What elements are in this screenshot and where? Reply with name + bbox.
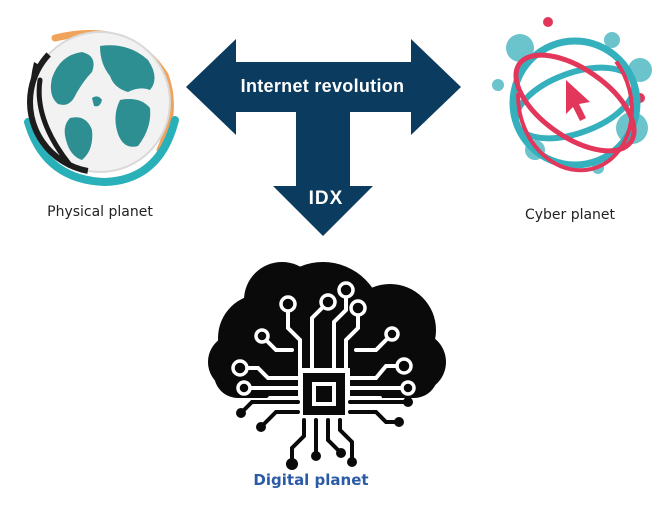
internet-revolution-arrow xyxy=(186,39,461,236)
digital-planet-label: Digital planet xyxy=(253,471,369,489)
physical-planet-label: Physical planet xyxy=(47,204,153,220)
cyber-planet-icon xyxy=(492,17,652,174)
cyber-planet-label: Cyber planet xyxy=(524,207,616,223)
digital-planet-cloud-chip-icon xyxy=(208,262,446,470)
internet-revolution-label: Internet revolution xyxy=(240,76,405,96)
idx-label: IDX xyxy=(308,188,344,209)
physical-planet-globe-icon xyxy=(24,29,179,187)
